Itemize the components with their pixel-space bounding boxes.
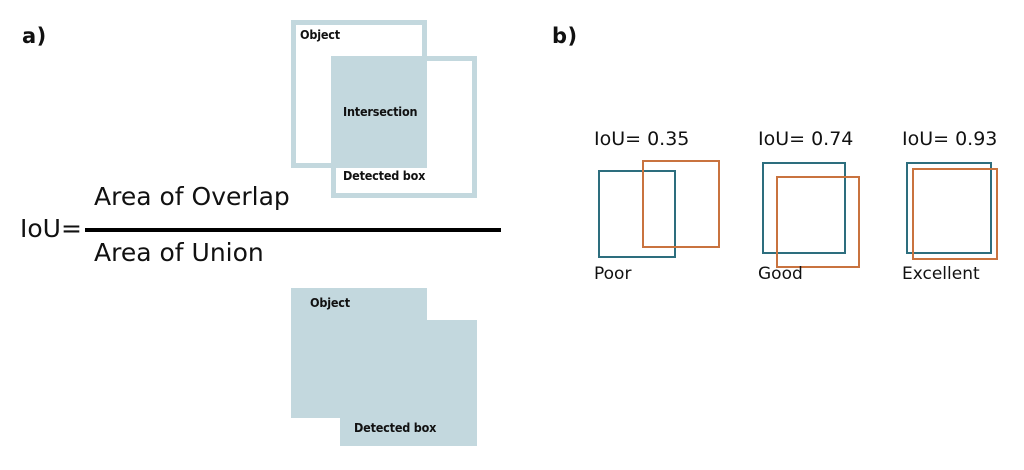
ground-truth-box [598,170,676,258]
predicted-box [642,160,720,248]
ground-truth-box [762,162,846,254]
iou-value-label: IoU= 0.74 [758,128,854,150]
example-boxes [758,158,908,268]
iou-example-good: IoU= 0.74 Good [758,128,908,288]
iou-formula: IoU= Area of Overlap Area of Union [16,178,516,278]
ground-truth-box [906,162,992,254]
iou-example-poor: IoU= 0.35 Poor [594,128,744,288]
object-label: Object [310,295,350,310]
iou-example-excellent: IoU= 0.93 Excellent [902,128,1024,288]
iou-formula-lhs: IoU= [20,214,82,243]
detected-box-label: Detected box [354,420,437,435]
iou-formula-numerator: Area of Overlap [94,182,290,211]
intersection-diagram: Object Intersection Detected box [288,16,488,198]
object-label: Object [300,27,340,42]
iou-value-label: IoU= 0.35 [594,128,690,150]
quality-label: Excellent [902,264,980,284]
quality-label: Poor [594,264,632,284]
union-region [291,288,477,446]
example-boxes [594,158,744,263]
intersection-region [336,61,422,163]
union-diagram: Object Detected box [288,284,488,454]
quality-label: Good [758,264,803,284]
predicted-box [776,176,860,268]
panel-b-label: b) [552,24,578,48]
example-boxes [902,158,1024,263]
fraction-bar [85,228,501,232]
iou-formula-denominator: Area of Union [94,238,264,267]
object-box-outline [291,20,427,168]
detected-box-outline [331,56,477,198]
panel-a-label: a) [22,24,47,48]
predicted-box [912,168,998,260]
detected-box-label: Detected box [343,168,426,183]
intersection-label: Intersection [343,104,418,119]
iou-value-label: IoU= 0.93 [902,128,998,150]
